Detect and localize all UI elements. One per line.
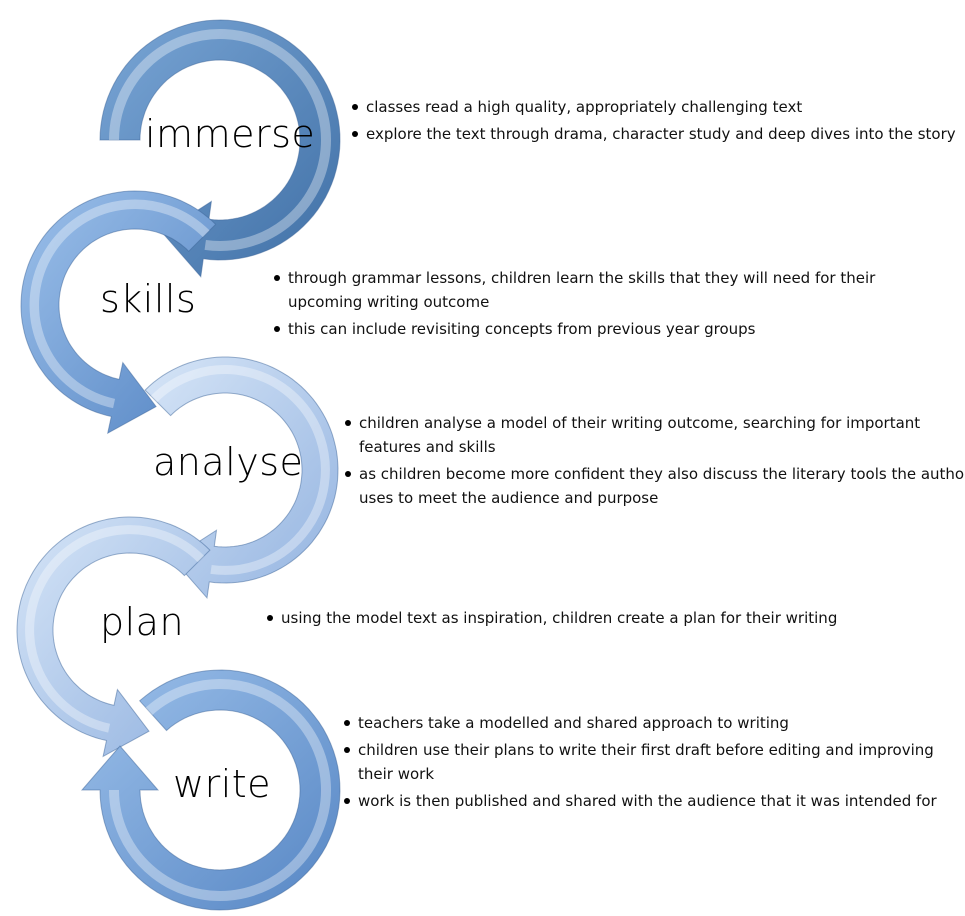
arrow-skills-highlight	[29, 199, 210, 409]
plan-bullets: using the model text as inspiration, chi…	[265, 606, 841, 633]
stage-label-skills: skills	[100, 277, 197, 321]
bullet: using the model text as inspiration, chi…	[267, 606, 841, 630]
bullet: as children become more confident they a…	[345, 462, 965, 510]
bullet: classes read a high quality, appropriate…	[352, 95, 965, 119]
arrow-skills	[20, 190, 217, 435]
skills-bullets: through grammar lessons, children learn …	[272, 266, 948, 344]
arrow-write	[80, 669, 341, 911]
stage-label-immerse: immerse	[145, 112, 316, 156]
stage-label-write: write	[173, 762, 272, 806]
arrow-write-highlight	[109, 679, 331, 901]
arrow-immerse-highlight	[109, 29, 331, 251]
bullet: explore the text through drama, characte…	[352, 122, 965, 146]
stage-label-analyse: analyse	[153, 440, 304, 484]
bullet: this can include revisiting concepts fro…	[274, 317, 948, 341]
bullet: through grammar lessons, children learn …	[274, 266, 948, 314]
arrow-plan	[16, 516, 211, 758]
arrow-plan-highlight	[25, 525, 205, 733]
bullet: children analyse a model of their writin…	[345, 411, 965, 459]
stage-label-plan: plan	[100, 600, 185, 644]
analyse-bullets: children analyse a model of their writin…	[343, 411, 965, 513]
bullet: children use their plans to write their …	[344, 738, 958, 786]
arrow-analyse-highlight	[150, 365, 330, 575]
bullet: teachers take a modelled and shared appr…	[344, 711, 958, 735]
immerse-bullets: classes read a high quality, appropriate…	[350, 95, 965, 149]
bullet: work is then published and shared with t…	[344, 789, 958, 813]
write-bullets: teachers take a modelled and shared appr…	[342, 711, 958, 816]
